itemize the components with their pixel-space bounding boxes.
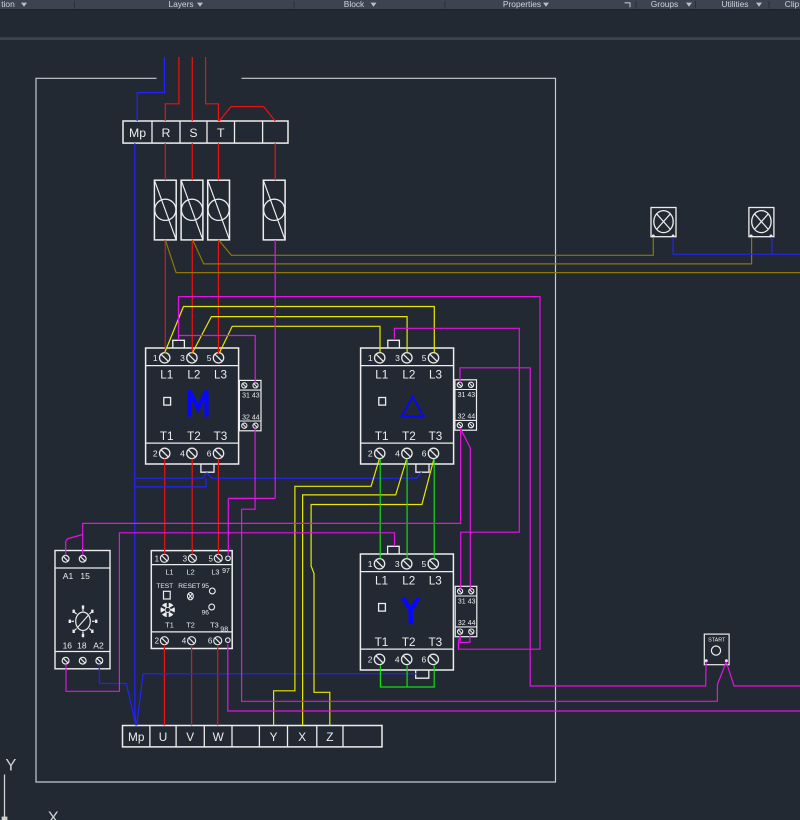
- svg-text:T1: T1: [375, 636, 389, 649]
- svg-text:4: 4: [182, 637, 187, 646]
- svg-text:T2: T2: [402, 430, 416, 443]
- svg-text:43: 43: [467, 392, 475, 399]
- svg-text:Z: Z: [326, 730, 333, 744]
- svg-text:T1: T1: [165, 621, 174, 630]
- svg-text:18: 18: [77, 641, 87, 651]
- svg-text:32: 32: [458, 620, 466, 627]
- svg-text:T2: T2: [187, 430, 201, 443]
- svg-text:1: 1: [368, 353, 373, 363]
- svg-text:95: 95: [202, 583, 210, 590]
- svg-text:31: 31: [458, 392, 466, 399]
- svg-text:L1: L1: [375, 575, 388, 588]
- svg-text:T3: T3: [210, 621, 219, 630]
- svg-text:T3: T3: [428, 636, 442, 649]
- svg-text:2: 2: [153, 449, 158, 459]
- svg-text:W: W: [213, 730, 225, 744]
- svg-text:6: 6: [208, 637, 213, 646]
- svg-text:5: 5: [208, 554, 213, 563]
- svg-text:T: T: [217, 126, 225, 140]
- svg-text:3: 3: [183, 554, 188, 563]
- svg-text:T1: T1: [160, 430, 174, 443]
- svg-text:1: 1: [155, 554, 160, 563]
- svg-text:X: X: [48, 809, 59, 820]
- svg-text:L3: L3: [429, 369, 442, 382]
- svg-text:44: 44: [252, 414, 260, 421]
- svg-text:U: U: [159, 730, 168, 744]
- svg-text:S: S: [189, 126, 197, 140]
- svg-text:V: V: [186, 730, 194, 744]
- svg-text:START: START: [708, 638, 726, 644]
- svg-text:32: 32: [458, 414, 466, 421]
- svg-text:T1: T1: [375, 430, 389, 443]
- svg-text:32: 32: [242, 414, 250, 421]
- svg-text:3: 3: [395, 353, 400, 363]
- svg-text:TEST: TEST: [156, 583, 173, 590]
- svg-text:Groups: Groups: [651, 0, 678, 9]
- svg-text:L1: L1: [165, 567, 173, 576]
- svg-text:T3: T3: [214, 430, 228, 443]
- svg-text:Clip: Clip: [785, 0, 800, 9]
- svg-text:Y: Y: [270, 730, 278, 744]
- svg-text:A2: A2: [93, 641, 104, 651]
- svg-text:A1: A1: [63, 571, 74, 581]
- svg-text:X: X: [298, 730, 306, 744]
- svg-text:1: 1: [153, 353, 158, 363]
- svg-text:L3: L3: [214, 369, 227, 382]
- svg-text:3: 3: [180, 353, 185, 363]
- svg-text:T3: T3: [429, 430, 443, 443]
- svg-text:6: 6: [207, 449, 212, 459]
- svg-text:Layers: Layers: [168, 0, 193, 9]
- svg-text:6: 6: [422, 449, 427, 459]
- svg-text:Block: Block: [344, 0, 365, 9]
- svg-text:15: 15: [80, 571, 90, 581]
- svg-text:96: 96: [202, 609, 210, 616]
- svg-text:31: 31: [242, 393, 250, 400]
- svg-text:5: 5: [422, 559, 427, 569]
- svg-text:L2: L2: [187, 369, 200, 382]
- svg-text:44: 44: [467, 414, 475, 421]
- svg-text:Mp: Mp: [128, 730, 145, 744]
- svg-text:1: 1: [368, 559, 373, 569]
- svg-text:L3: L3: [211, 567, 219, 576]
- svg-text:4: 4: [395, 655, 400, 665]
- svg-text:4: 4: [395, 449, 400, 459]
- svg-text:RESET: RESET: [178, 583, 200, 590]
- svg-text:2: 2: [155, 637, 160, 646]
- svg-text:T2: T2: [186, 621, 195, 630]
- svg-text:98: 98: [220, 626, 228, 633]
- svg-text:97: 97: [222, 568, 230, 575]
- svg-text:L1: L1: [160, 369, 173, 382]
- svg-text:L2: L2: [187, 567, 195, 576]
- svg-text:16: 16: [63, 641, 73, 651]
- svg-text:5: 5: [207, 353, 212, 363]
- svg-text:tion: tion: [1, 0, 15, 9]
- svg-text:44: 44: [468, 620, 476, 627]
- svg-text:2: 2: [368, 449, 373, 459]
- svg-text:5: 5: [422, 353, 427, 363]
- svg-text:3: 3: [395, 559, 400, 569]
- svg-text:L2: L2: [402, 369, 415, 382]
- svg-text:L3: L3: [429, 575, 442, 588]
- svg-text:R: R: [162, 126, 171, 140]
- svg-text:6: 6: [422, 655, 427, 665]
- svg-text:T2: T2: [402, 636, 416, 649]
- svg-text:Properties: Properties: [503, 0, 541, 9]
- svg-text:Mp: Mp: [129, 126, 146, 140]
- svg-text:L2: L2: [402, 575, 415, 588]
- svg-text:L1: L1: [375, 369, 388, 382]
- svg-text:31: 31: [458, 598, 466, 605]
- svg-text:43: 43: [468, 598, 476, 605]
- svg-text:Utilities: Utilities: [722, 0, 749, 9]
- svg-text:43: 43: [252, 393, 260, 400]
- svg-text:Y: Y: [5, 757, 16, 775]
- svg-text:4: 4: [180, 449, 185, 459]
- svg-text:2: 2: [368, 655, 373, 665]
